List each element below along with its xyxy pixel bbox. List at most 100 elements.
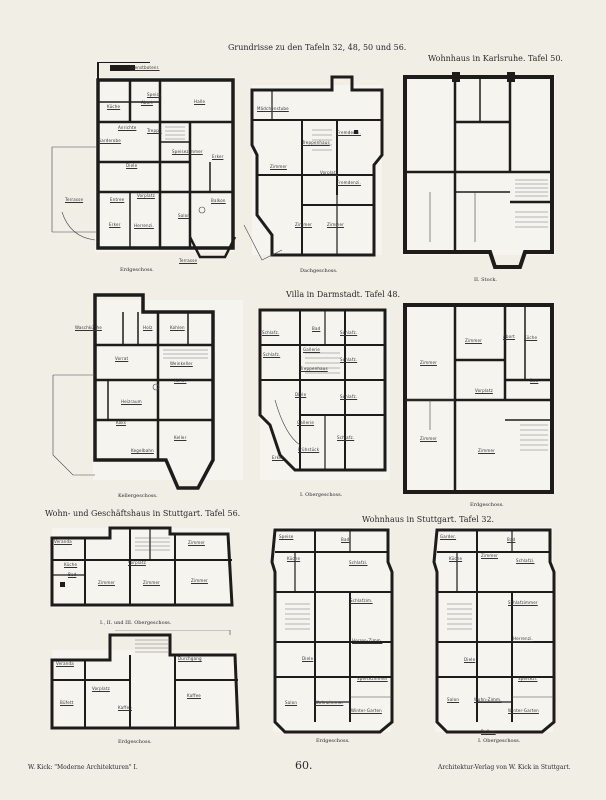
room-label: Speisezimmer: [357, 676, 388, 681]
room-label: Salon: [178, 213, 191, 218]
room-label: Schlafzim.: [350, 598, 373, 603]
room-label: Küche: [524, 335, 538, 340]
room-label: Bad: [530, 378, 539, 383]
caption: Kellergeschoss.: [118, 493, 158, 499]
room-label: Büfett: [60, 700, 74, 705]
room-label: Speisezimmer: [172, 149, 203, 154]
room-label: Entree: [110, 197, 125, 202]
room-label: Vorplatz: [320, 170, 338, 175]
room-label: Balkon: [481, 729, 496, 734]
room-label: Bad: [507, 537, 516, 542]
caption: I., II. und III. Obergeschoss.: [100, 620, 172, 626]
room-label: Holz: [143, 325, 153, 330]
plan-karlsruhe-ii-stock: [403, 72, 555, 269]
room-label: Diele: [464, 657, 476, 662]
room-label: Veranda: [54, 539, 72, 544]
room-label: Dienstbotenr.: [130, 65, 160, 70]
caption: Dachgeschoss.: [300, 268, 338, 274]
room-label: Vorplatz: [475, 388, 493, 393]
room-label: Vorplatz: [128, 560, 146, 565]
room-label: Zimmer: [465, 338, 482, 343]
plan-stuttgart-commercial-erdgeschoss: [50, 630, 240, 730]
room-label: Wohnzimmer: [315, 700, 344, 705]
caption: II. Stock.: [474, 277, 497, 283]
room-label: Kaffee: [118, 705, 132, 710]
room-label: Diele: [302, 656, 314, 661]
room-label: Keller: [174, 435, 187, 440]
caption: I. Obergeschoss.: [300, 492, 343, 498]
room-label: Gallerie: [297, 420, 315, 425]
room-label: Zimmer: [295, 222, 312, 227]
plan-erdgeschoss-top-left: [51, 62, 237, 259]
room-label: Schlafz.: [340, 357, 358, 362]
room-label: Schlafz.: [340, 330, 358, 335]
room-label: Fremdenzi.: [337, 130, 361, 135]
plate-title: Grundrisse zu den Tafeln 32, 48, 50 und …: [228, 43, 407, 52]
room-label: Schlafz.: [263, 352, 281, 357]
room-label: Schlafzi.: [516, 558, 535, 563]
room-label: Diele: [295, 392, 307, 397]
room-label: Balkon: [211, 198, 226, 203]
room-label: Schlafz.: [337, 435, 355, 440]
room-label: Zimmer: [98, 580, 115, 585]
room-label: Wohn-Zimm.: [474, 697, 502, 702]
room-label: Zimmer: [327, 222, 344, 227]
caption: Erdgeschoss.: [120, 267, 154, 273]
stuttgart-commercial-title: Wohn- und Geschäftshaus in Stuttgart. Ta…: [45, 509, 241, 518]
room-label: Winter-Garten: [508, 708, 539, 713]
plan-dachgeschoss: [243, 75, 384, 261]
room-label: Koks: [116, 420, 127, 425]
room-label: Diele: [126, 163, 138, 168]
room-label: Zimmer: [420, 436, 437, 441]
room-label: Kegelbahn: [131, 448, 154, 453]
room-label: Winter-Garten: [351, 708, 382, 713]
room-label: Treppe: [147, 128, 162, 133]
room-label: Speise: [147, 92, 162, 97]
room-label: Schlafzi.: [349, 560, 368, 565]
room-label: Schlafz.: [262, 330, 280, 335]
caption: Erdgeschoss.: [118, 739, 152, 745]
room-label: Frühstück: [298, 447, 320, 452]
caption: I. Obergeschoss.: [478, 738, 521, 744]
room-label: Zimmer: [188, 540, 205, 545]
room-label: Abort: [503, 334, 515, 339]
room-label: Treppenhaus: [300, 366, 328, 371]
room-label: Zimmer: [420, 360, 437, 365]
room-label: Zimmer: [270, 164, 287, 169]
plan-stuttgart-obergeschosse: [50, 526, 234, 608]
room-label: Salon: [447, 697, 460, 702]
room-label: Schlafzimmer: [508, 600, 538, 605]
room-label: Herrenzi.: [134, 223, 154, 228]
room-label: Durchgang: [178, 656, 202, 661]
room-label: Terrasse: [179, 258, 198, 263]
room-label: Bad: [341, 537, 350, 542]
room-label: Weinkeller: [170, 361, 193, 366]
room-label: Schlafz.: [340, 394, 358, 399]
room-label: Kaffee: [187, 693, 201, 698]
room-label: Zimmer: [481, 553, 498, 558]
room-label: Vorplatz: [137, 193, 155, 198]
room-label: Erker: [272, 455, 284, 460]
room-label: Vorrat: [115, 356, 129, 361]
room-label: Speisezi.: [518, 676, 538, 681]
plan-kellergeschoss: [52, 293, 243, 490]
room-label: Garderobe: [98, 138, 121, 143]
room-label: Anrichte: [118, 125, 137, 130]
room-label: Zimmer: [478, 448, 495, 453]
room-label: Bad: [312, 326, 321, 331]
room-label: Treppenhaus: [302, 140, 330, 145]
darmstadt-title: Villa in Darmstadt. Tafel 48.: [286, 290, 400, 299]
room-label: Speise: [279, 534, 294, 539]
footer-publisher: Architektur-Verlag von W. Kick in Stuttg…: [438, 764, 571, 771]
plan-stuttgart-house-erdgeschoss: [270, 527, 394, 734]
plan-darmstadt-i-obergeschoss: [258, 308, 390, 480]
room-label: Halle: [194, 99, 206, 104]
stuttgart-house-title: Wohnhaus in Stuttgart. Tafel 32.: [362, 515, 495, 524]
karlsruhe-title: Wohnhaus in Karlsruhe. Tafel 50.: [428, 54, 563, 63]
room-label: Gallerie: [303, 347, 321, 352]
room-label: Kohlen: [170, 325, 185, 330]
room-label: Veranda: [56, 661, 74, 666]
room-label: Garder.: [440, 534, 457, 539]
room-label: Salon: [285, 700, 298, 705]
